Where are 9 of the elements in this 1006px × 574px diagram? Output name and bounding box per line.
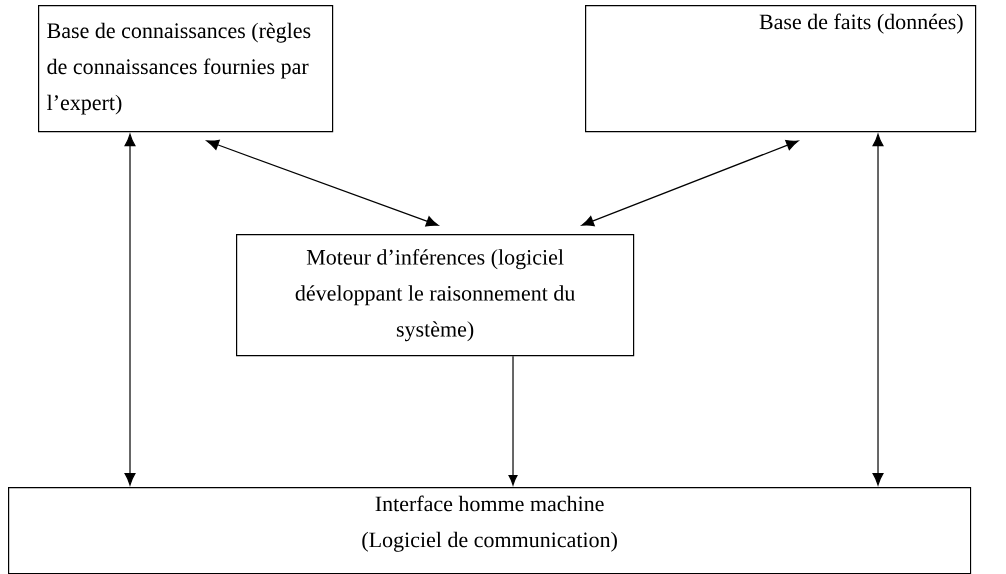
arrow: [508, 355, 518, 486]
text-box: Base de faits (données): [585, 5, 977, 133]
arrow: [872, 133, 884, 486]
text-box: Moteur d’inférences (logiciel développant le raisonnement du système): [236, 234, 635, 357]
arrow: [581, 139, 799, 227]
arrow: [124, 133, 136, 486]
arrow: [206, 139, 439, 227]
text-box: Interface homme machine (Logiciel de communication): [8, 487, 972, 574]
text-box: Base de connaissances (règles de connaissances fournies par l’expert): [38, 5, 334, 133]
